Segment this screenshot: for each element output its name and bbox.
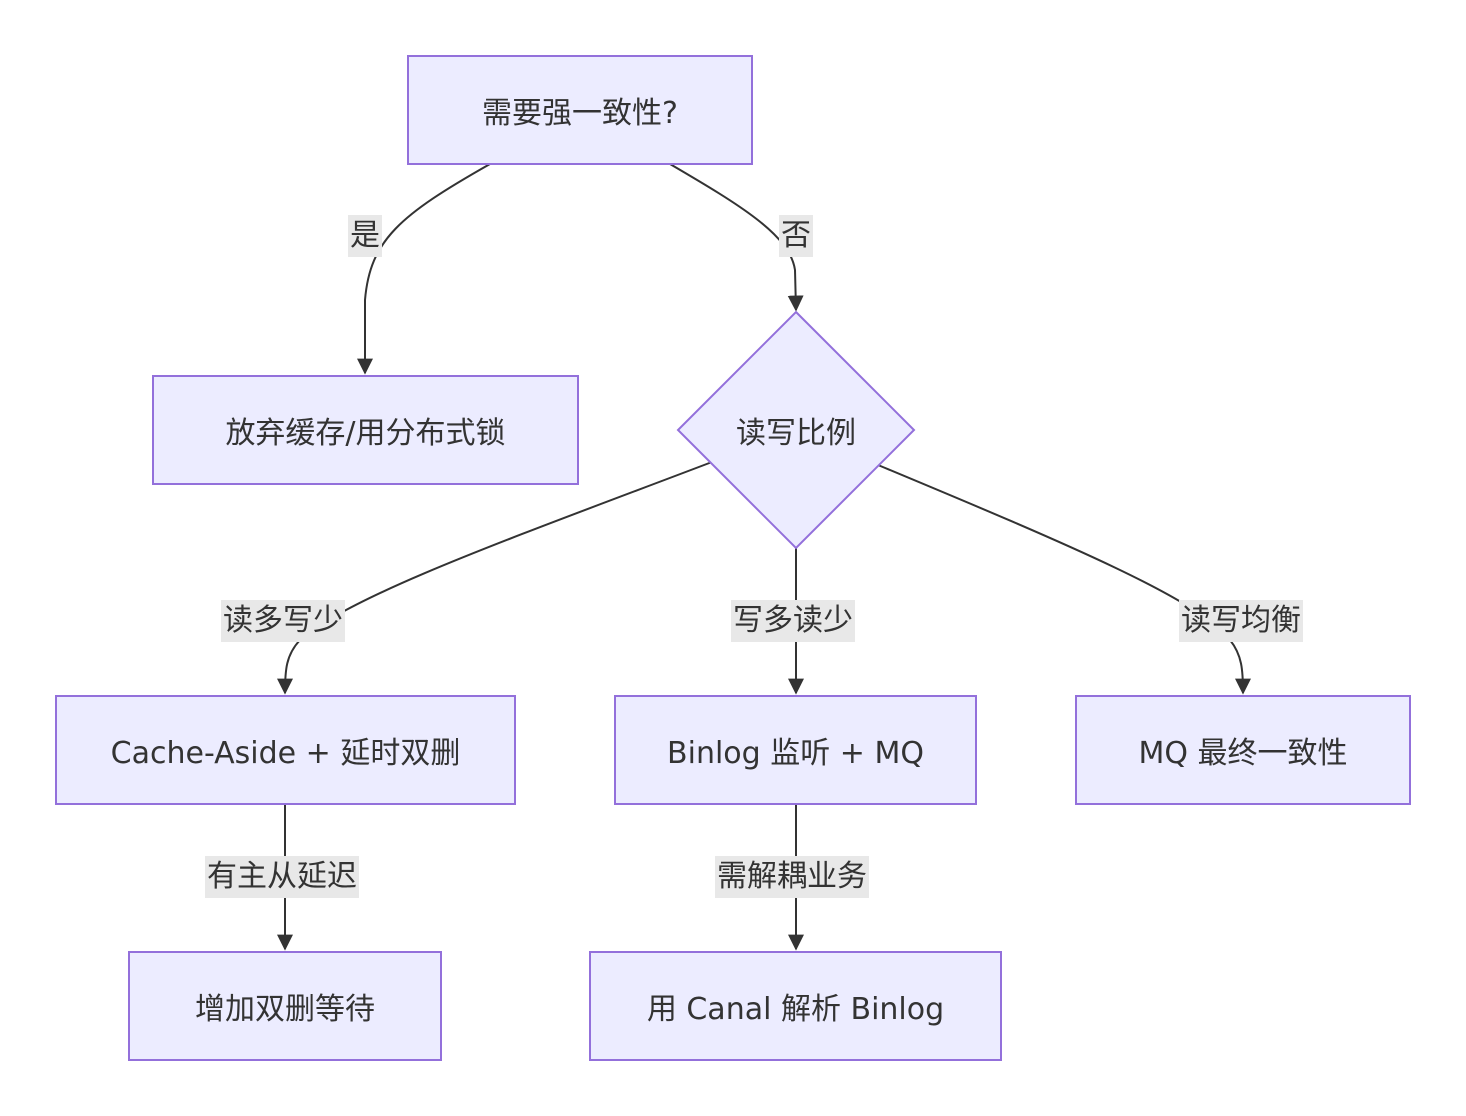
edge-label-replica-lag: 有主从延迟 — [205, 856, 359, 898]
edge-start-to-ratio — [669, 163, 804, 312]
edge-ratio-to-mq — [877, 464, 1251, 695]
node-strong-consistency-label: 需要强一致性? — [482, 96, 678, 131]
node-mq-eventual: MQ 最终一致性 — [1075, 695, 1411, 805]
node-cache-aside: Cache-Aside + 延时双删 — [55, 695, 516, 805]
node-cache-aside-label: Cache-Aside + 延时双删 — [110, 736, 461, 771]
node-canal-label: 用 Canal 解析 Binlog — [646, 992, 945, 1027]
node-canal: 用 Canal 解析 Binlog — [589, 951, 1002, 1061]
node-add-wait-label: 增加双删等待 — [195, 992, 375, 1027]
edge-label-no: 否 — [779, 215, 813, 257]
node-abandon-cache-label: 放弃缓存/用分布式锁 — [225, 416, 506, 451]
decision-diamond — [676, 310, 916, 550]
edge-ratio-to-cache-aside — [277, 461, 713, 695]
node-abandon-cache: 放弃缓存/用分布式锁 — [152, 375, 579, 485]
node-add-wait: 增加双删等待 — [128, 951, 442, 1061]
edge-label-yes: 是 — [348, 215, 382, 257]
node-binlog-mq-label: Binlog 监听 + MQ — [667, 736, 924, 771]
edge-label-write-heavy: 写多读少 — [731, 600, 855, 642]
edge-start-to-abandon — [357, 163, 491, 375]
edge-label-balanced: 读写均衡 — [1179, 600, 1303, 642]
node-strong-consistency: 需要强一致性? — [407, 55, 753, 165]
edge-label-read-heavy: 读多写少 — [221, 600, 345, 642]
node-read-write-ratio-label: 读写比例 — [736, 416, 856, 451]
edge-label-decouple: 需解耦业务 — [715, 856, 869, 898]
node-mq-eventual-label: MQ 最终一致性 — [1138, 736, 1348, 771]
node-binlog-mq: Binlog 监听 + MQ — [614, 695, 977, 805]
